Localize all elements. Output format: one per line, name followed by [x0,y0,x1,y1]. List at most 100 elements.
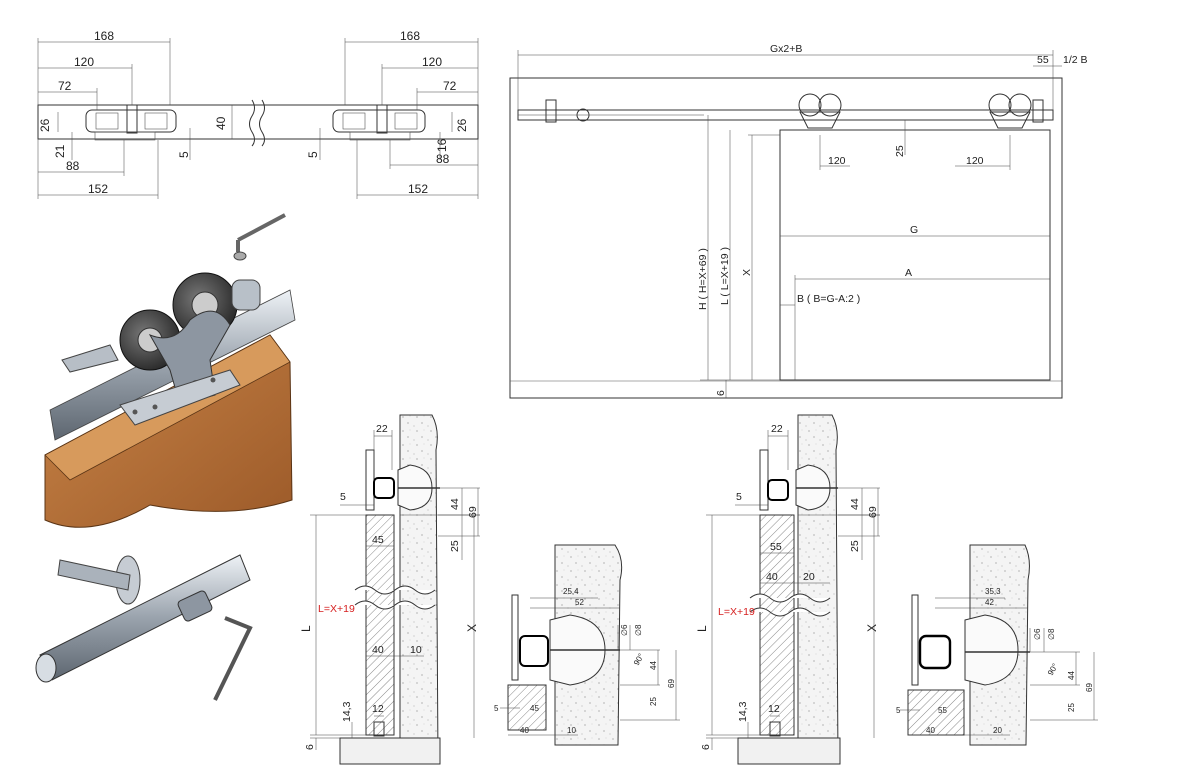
dim-21: 21 [53,144,67,158]
det-a-dim-10: 10 [567,726,576,735]
dim-26-right: 26 [455,118,469,132]
dim-6-front: 6 [715,390,727,396]
section-b-tube [767,479,789,501]
dim-half-b: 1/2 B [1063,54,1088,66]
dim-88-right: 88 [436,152,450,166]
det-b-dim-40: 40 [926,726,935,735]
dim-x-front: X [741,269,753,276]
dim-l-formula: L ( L=X+19 ) [719,247,731,305]
det-b-dim-55: 55 [938,706,947,715]
dim-120-left: 120 [74,55,94,69]
dim-55-front: 55 [1037,54,1049,66]
roller-3d-illustration [44,213,296,528]
det-b-dim-69: 69 [1085,683,1094,692]
dim-40: 40 [214,116,228,130]
det-b-dim-42: 42 [985,598,994,607]
sec-b-dim-55: 55 [770,541,782,553]
sec-b-dim-25: 25 [849,540,861,552]
spacer-sleeve [177,590,213,622]
det-a-dim-44: 44 [649,661,658,670]
det-a-dim-25-4: 25,4 [563,587,579,596]
sec-a-dim-10: 10 [410,644,422,656]
detail-a-tube [519,635,549,667]
det-b-dim-5: 5 [896,706,901,715]
detail-a-door [507,684,547,731]
dim-152-left: 152 [88,182,108,196]
det-a-dim-25: 25 [649,697,658,706]
det-a-phi8: ∅8 [634,624,643,636]
dim-g: G [910,224,918,236]
dim-72-right: 72 [443,79,457,93]
dim-120-right: 120 [422,55,442,69]
detail-b-tube [918,634,952,670]
dim-h-formula: H ( H=X+69 ) [697,248,709,310]
wall-bolt [61,344,119,373]
detail-b-bracket [964,614,1019,686]
sec-a-x: X [465,624,479,632]
roller-right [332,109,426,133]
dim-25-front: 25 [894,145,906,157]
sec-b-dim-6: 6 [700,744,712,750]
wall-outline [509,77,1063,399]
front-roller-left [799,111,841,129]
rail-clamp [231,279,261,311]
det-b-phi6: ∅6 [1033,628,1042,640]
sec-b-dim-44: 44 [849,498,861,510]
dim-168-left: 168 [94,29,114,43]
det-b-dim-44: 44 [1067,671,1076,680]
sec-b-dim-5: 5 [736,491,742,503]
det-b-deg90: 90° [1046,662,1060,677]
dim-72-left: 72 [58,79,72,93]
allen-key-icon [213,616,253,701]
det-a-dim-45: 45 [530,704,539,713]
sec-b-l: L [695,625,709,632]
hex-key-icon [236,213,286,252]
det-a-dim-40: 40 [520,726,529,735]
det-b-dim-20: 20 [993,726,1002,735]
det-a-dim-5: 5 [494,704,499,713]
dim-gx2b: Gx2+B [770,43,802,55]
sec-b-x: X [865,624,879,632]
front-roller-right [989,111,1031,129]
sec-b-dim-22: 22 [771,423,783,435]
dim-88-left: 88 [66,159,80,173]
sec-a-dim-6: 6 [304,744,316,750]
det-a-phi6: ∅6 [620,624,629,636]
sec-b-l-eq: L=X+19 [718,606,755,618]
sec-b-dim-14-3: 14,3 [737,701,749,722]
dim-120-front-left: 120 [828,155,846,167]
det-b-dim-35-3: 35,3 [985,587,1001,596]
door-panel [779,129,1051,381]
dim-168-right: 168 [400,29,420,43]
sec-a-dim-5: 5 [340,491,346,503]
section-a-door-hatched [365,514,395,736]
sec-a-dim-14-3: 14,3 [341,701,353,722]
sec-a-dim-22: 22 [376,423,388,435]
dim-120-front-right: 120 [966,155,984,167]
det-a-deg90: 90° [632,652,646,667]
detail-b-door [907,689,965,736]
dim-5-left: 5 [177,151,191,158]
section-b-door-hatched [759,514,795,736]
sec-b-dim-20: 20 [803,571,815,583]
sec-a-dim-12: 12 [372,703,384,715]
sec-a-dim-40: 40 [372,644,384,656]
det-b-dim-25: 25 [1067,703,1076,712]
dim-a: A [905,267,912,279]
section-b: 22 5 44 69 25 55 40 20 L=X+19 L X 14,3 1… [695,414,880,765]
dim-b-formula: B ( B=G-A:2 ) [797,293,860,305]
det-b-phi8: ∅8 [1047,628,1056,640]
det-a-dim-52: 52 [575,598,584,607]
sec-a-dim-44: 44 [449,498,461,510]
front-view-door: Gx2+B 55 1/2 B 120 25 120 G A X B ( B=G-… [509,43,1088,399]
sec-b-dim-69: 69 [867,506,879,518]
dim-16: 16 [435,138,449,152]
dim-152-right: 152 [408,182,428,196]
sec-a-dim-45: 45 [372,534,384,546]
detail-a: 25,4 52 ∅6 ∅8 90° 44 69 25 5 45 40 10 [494,544,680,746]
sec-a-dim-25: 25 [449,540,461,552]
sec-a-l-eq: L=X+19 [318,603,355,615]
sec-a-dim-69: 69 [467,506,479,518]
